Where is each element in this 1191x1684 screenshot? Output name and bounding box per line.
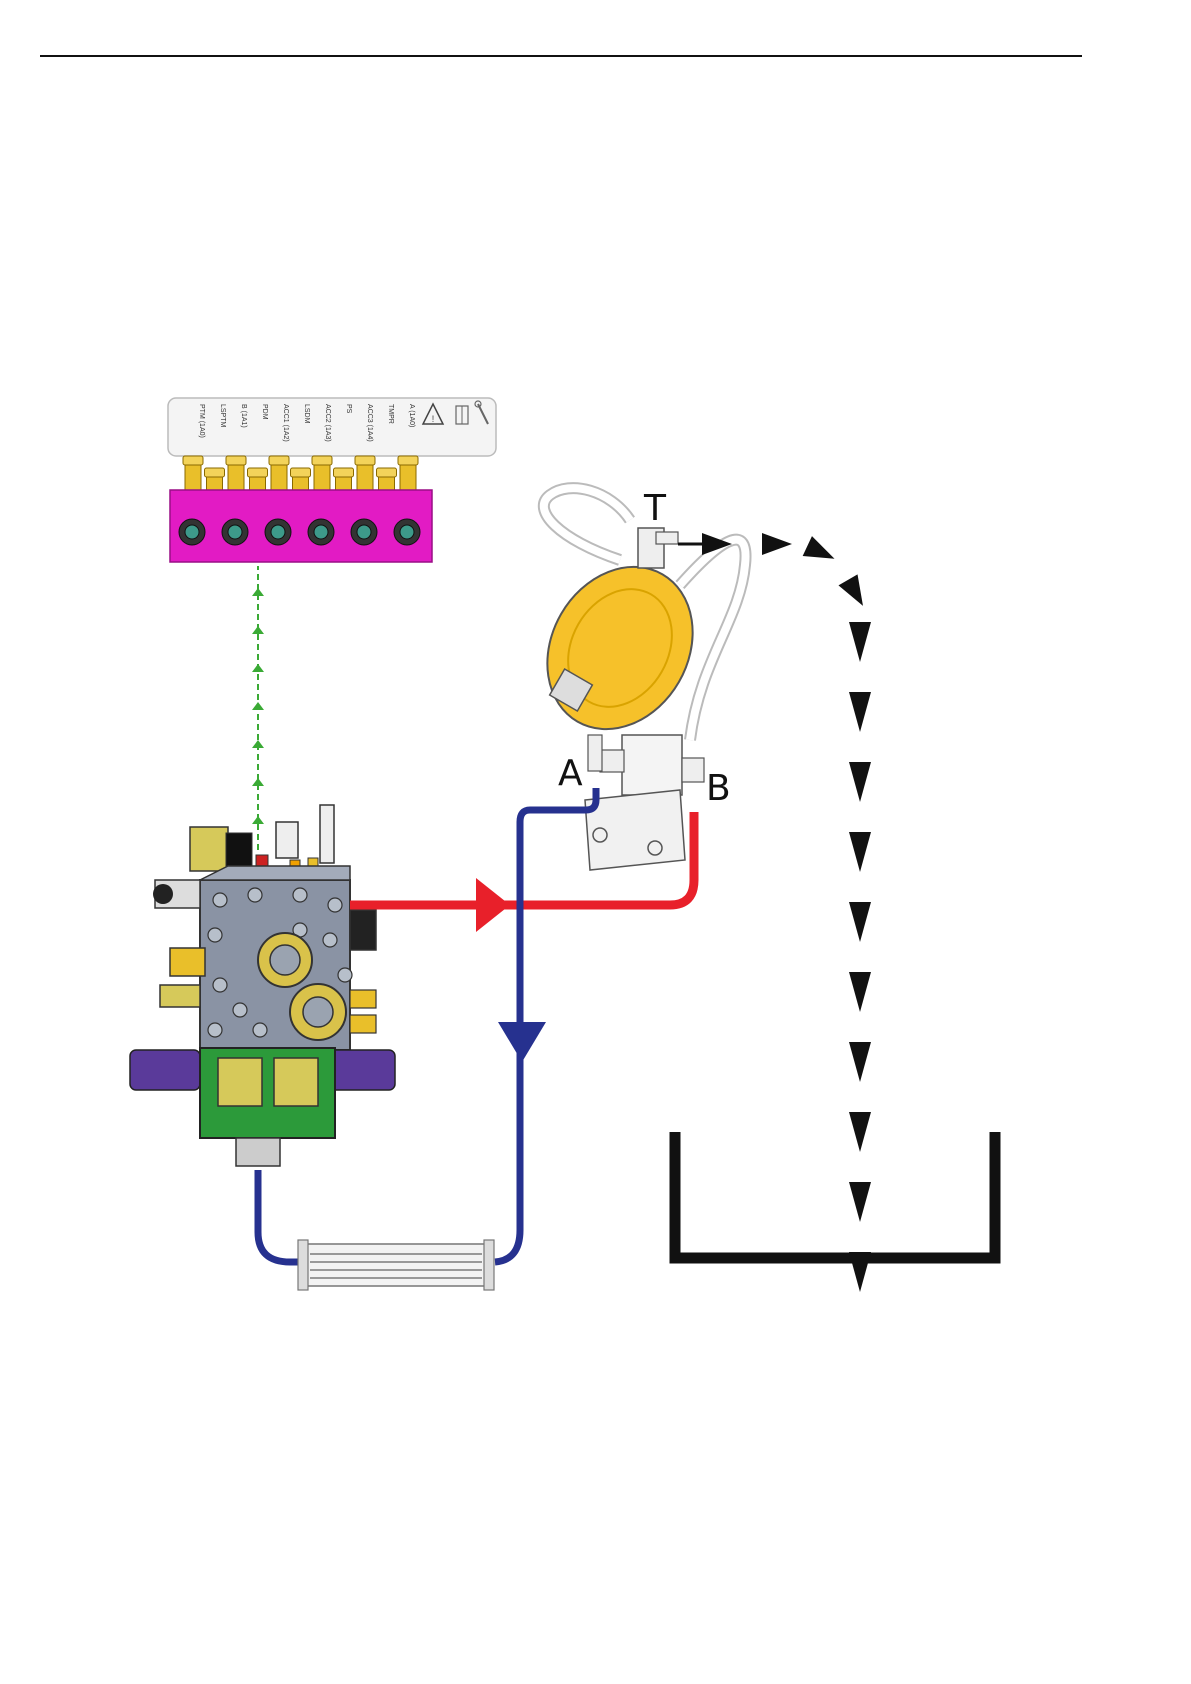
svg-text:!: ! bbox=[432, 414, 435, 424]
return-flow-arrow bbox=[498, 1022, 546, 1062]
pilot-arrow bbox=[252, 740, 264, 748]
main-control-valve bbox=[130, 805, 395, 1166]
pilot-arrow bbox=[252, 702, 264, 710]
panel-label: ACC2 (1A3) bbox=[324, 404, 331, 442]
drain-arrow bbox=[849, 832, 871, 872]
valve-bolt bbox=[208, 1023, 222, 1037]
panel-label: PTM (1A0) bbox=[198, 404, 205, 438]
manifold-port-core bbox=[185, 525, 199, 539]
port-label-t: T bbox=[643, 488, 667, 529]
fitting-cap bbox=[205, 468, 225, 477]
test-fitting bbox=[357, 462, 373, 492]
drain-arrow bbox=[849, 622, 871, 662]
fitting-cap bbox=[291, 468, 311, 477]
panel-label: TMPR bbox=[387, 404, 394, 424]
fitting-cap bbox=[183, 456, 203, 465]
test-fitting bbox=[228, 462, 244, 492]
test-fitting bbox=[271, 462, 287, 492]
solenoid-left bbox=[130, 1050, 200, 1090]
valve-bolt bbox=[293, 888, 307, 902]
drain-arrow bbox=[838, 574, 872, 611]
test-fittings bbox=[183, 456, 418, 492]
fitting-cap bbox=[312, 456, 332, 465]
drain-arrow bbox=[803, 536, 839, 569]
fitting-cap bbox=[334, 468, 354, 477]
panel-label: PDM bbox=[261, 404, 268, 420]
solenoid-right bbox=[330, 1050, 395, 1090]
port-label-a: A bbox=[558, 753, 583, 794]
drain-arrow bbox=[849, 762, 871, 802]
fitting-cap bbox=[398, 456, 418, 465]
drain-arrow bbox=[849, 1112, 871, 1152]
panel-label: ACC3 (1A4) bbox=[366, 404, 373, 442]
drain-arrow bbox=[849, 1182, 871, 1222]
manifold-port-core bbox=[271, 525, 285, 539]
reservoir-tank bbox=[675, 1132, 995, 1258]
pilot-arrow bbox=[252, 664, 264, 672]
manifold-port-core bbox=[228, 525, 242, 539]
manifold-port-core bbox=[357, 525, 371, 539]
valve-bolt bbox=[323, 933, 337, 947]
pilot-arrow bbox=[252, 626, 264, 634]
pressure-flow-arrow bbox=[476, 878, 510, 932]
valve-bolt bbox=[213, 893, 227, 907]
drain-arrow bbox=[762, 533, 792, 555]
fitting-cap bbox=[248, 468, 268, 477]
drain-arrow bbox=[849, 902, 871, 942]
manifold-port-core bbox=[314, 525, 328, 539]
valve-bolt bbox=[338, 968, 352, 982]
valve-bolt bbox=[253, 1023, 267, 1037]
fitting-cap bbox=[269, 456, 289, 465]
pilot-line bbox=[252, 566, 264, 850]
test-fitting bbox=[185, 462, 201, 492]
valve-bolt bbox=[328, 898, 342, 912]
pilot-arrow bbox=[252, 778, 264, 786]
fitting-cap bbox=[377, 468, 397, 477]
fitting-cap bbox=[226, 456, 246, 465]
valve-block-ab bbox=[622, 735, 682, 795]
drain-arrow bbox=[849, 692, 871, 732]
port-label-b: B bbox=[706, 768, 731, 809]
pilot-arrow bbox=[252, 588, 264, 596]
valve-bolt bbox=[213, 978, 227, 992]
manifold-port-core bbox=[400, 525, 414, 539]
panel-label: ACC1 (1A2) bbox=[282, 404, 289, 442]
fitting-cap bbox=[355, 456, 375, 465]
drain-arrow bbox=[849, 972, 871, 1012]
panel-label: LSPTM bbox=[219, 404, 226, 428]
valve-bolt bbox=[208, 928, 222, 942]
panel-plate bbox=[168, 398, 496, 456]
pilot-arrow bbox=[252, 816, 264, 824]
valve-bolt bbox=[248, 888, 262, 902]
panel-label: B (1A1) bbox=[240, 404, 247, 428]
drain-arrow bbox=[849, 1042, 871, 1082]
test-fitting bbox=[400, 462, 416, 492]
manifold-block bbox=[170, 490, 432, 562]
panel-label: A (1A0) bbox=[408, 404, 415, 427]
panel-label: PS bbox=[345, 404, 352, 414]
panel-label: LSDM bbox=[303, 404, 310, 424]
test-point-panel: A (1A0) TMPR ACC3 (1A4) PS ACC2 (1A3) LSDM ACC… bbox=[168, 398, 496, 562]
drain-flow-arrows bbox=[678, 533, 873, 1292]
test-fitting bbox=[314, 462, 330, 492]
oil-cooler bbox=[298, 1240, 494, 1290]
valve-bolt bbox=[233, 1003, 247, 1017]
